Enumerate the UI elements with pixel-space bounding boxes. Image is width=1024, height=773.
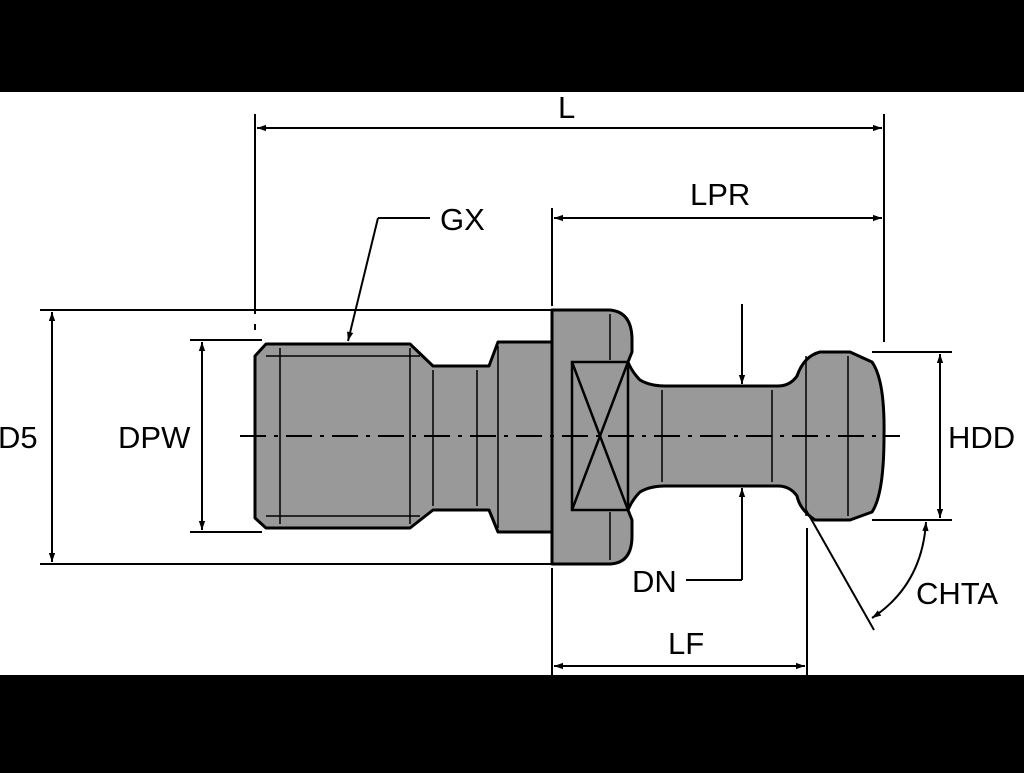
label-LPR: LPR	[690, 177, 750, 212]
label-L: L	[558, 90, 575, 125]
label-D5: D5	[0, 420, 38, 455]
label-DN: DN	[632, 564, 677, 599]
label-GX: GX	[440, 202, 485, 237]
label-HDD: HDD	[948, 420, 1015, 455]
label-LF: LF	[668, 626, 704, 661]
label-DPW: DPW	[118, 420, 191, 455]
top-letterbox-bar	[0, 0, 1024, 92]
label-CHTA: CHTA	[916, 576, 998, 611]
dimension-lines	[40, 114, 952, 675]
bottom-letterbox-bar	[0, 675, 1024, 768]
